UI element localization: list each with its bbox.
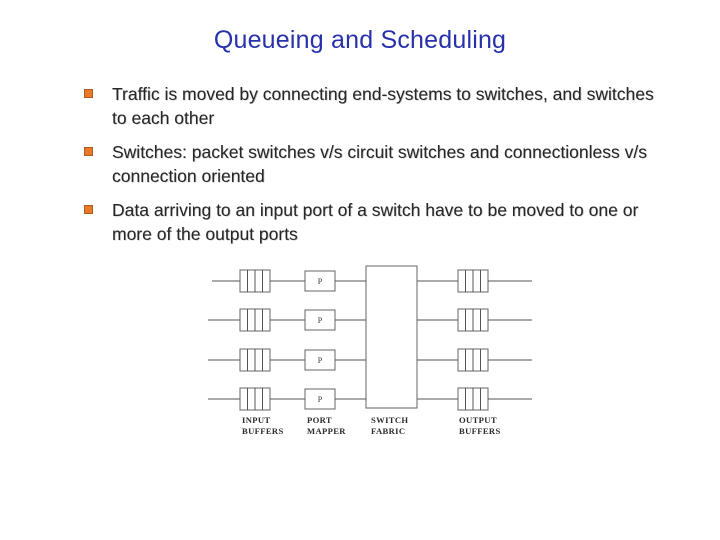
output-buffers-label-line2: BUFFERS <box>459 426 501 436</box>
page-title: Queueing and Scheduling <box>213 26 507 54</box>
input-buffer-3 <box>239 348 271 372</box>
port-mapper-label-line1: PORT <box>307 415 332 425</box>
bullet-item-3: Data arriving to an input port of a swit… <box>84 198 670 246</box>
switch-fabric-box <box>365 265 418 409</box>
bullet-item-2: Switches: packet switches v/s circuit sw… <box>84 140 670 188</box>
output-buffer-4 <box>457 387 489 411</box>
port-mapper-letter-1: P <box>318 277 323 286</box>
switch-fabric-label-line2: FABRIC <box>371 426 405 436</box>
bullet-item-label: Switches: packet switches v/s circuit sw… <box>112 142 647 186</box>
input-buffers-label-line2: BUFFERS <box>242 426 284 436</box>
bullet-item-label: Data arriving to an input port of a swit… <box>112 200 639 244</box>
diagram-stage-labels: INPUT BUFFERS PORT MAPPER SWITCH FABRIC … <box>242 415 501 436</box>
input-buffer-4 <box>239 387 271 411</box>
switch-row-3 <box>208 348 532 372</box>
switch-row-1 <box>212 269 532 293</box>
switch-architecture-diagram: P P P P INPUT BUFFERS PORT MAPPER SWITCH… <box>200 256 540 446</box>
square-bullet-icon <box>84 89 93 98</box>
bullet-item-label: Traffic is moved by connecting end-syste… <box>112 84 654 128</box>
switch-fabric-label-line1: SWITCH <box>371 415 408 425</box>
port-mapper-letter-2: P <box>318 316 323 325</box>
input-buffers-label-line1: INPUT <box>242 415 271 425</box>
switch-row-4 <box>208 387 532 411</box>
bullet-item-1: Traffic is moved by connecting end-syste… <box>84 82 670 130</box>
switch-row-2 <box>208 308 532 332</box>
input-buffer-2 <box>239 308 271 332</box>
square-bullet-icon <box>84 205 93 214</box>
port-mapper-letter-4: P <box>318 395 323 404</box>
port-mapper-label-line2: MAPPER <box>307 426 346 436</box>
output-buffer-2 <box>457 308 489 332</box>
bullet-list: Traffic is moved by connecting end-syste… <box>84 82 670 256</box>
output-buffer-3 <box>457 348 489 372</box>
output-buffers-label-line1: OUTPUT <box>459 415 497 425</box>
square-bullet-icon <box>84 147 93 156</box>
port-mapper-letter-3: P <box>318 356 323 365</box>
output-buffer-1 <box>457 269 489 293</box>
input-buffer-1 <box>239 269 271 293</box>
